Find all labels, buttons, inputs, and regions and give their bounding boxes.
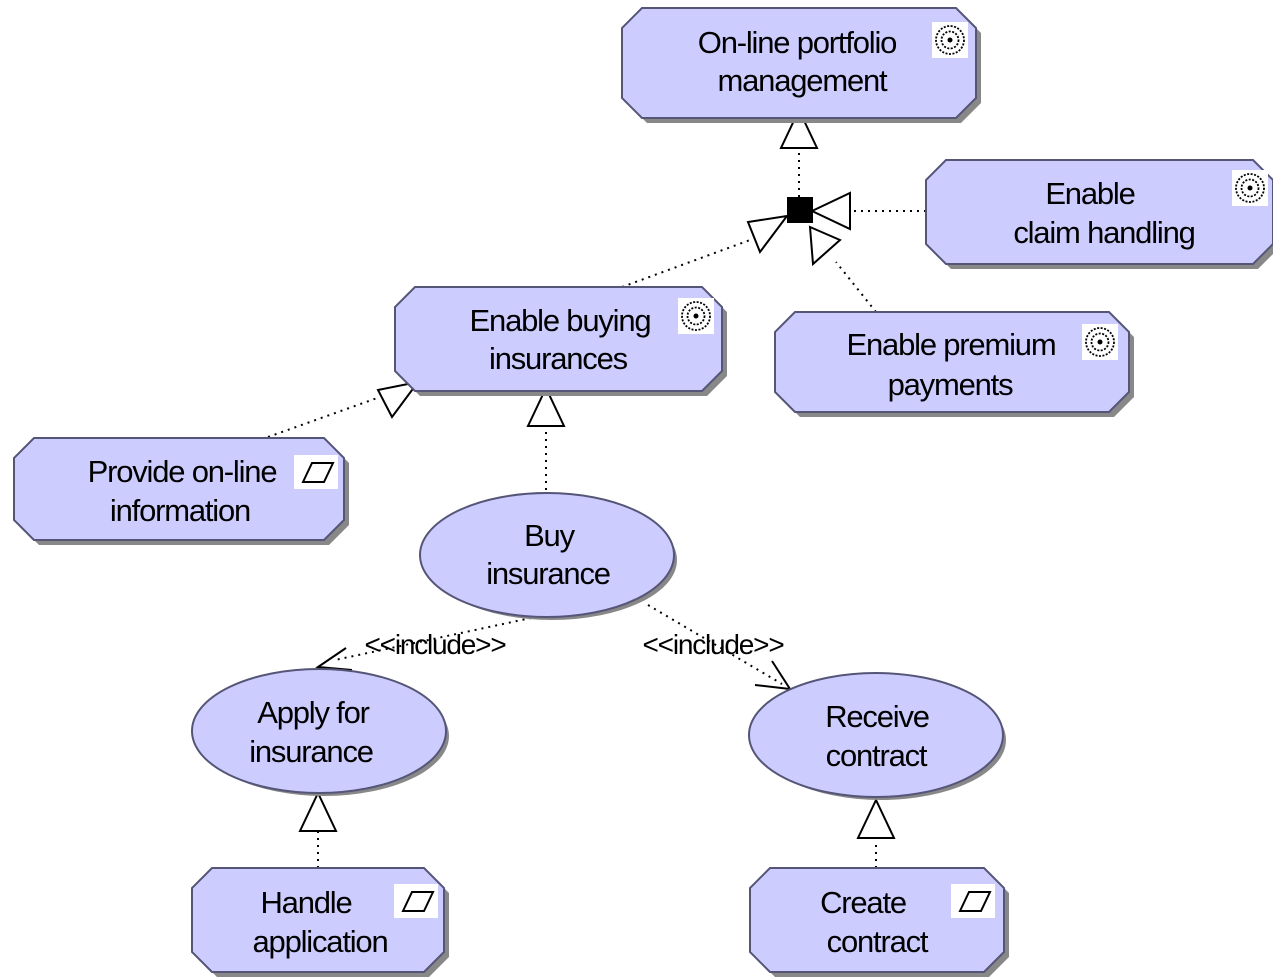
- node-ellipse: [419, 492, 675, 618]
- realization-arrowhead: [526, 385, 566, 427]
- arrowheads: [298, 107, 896, 839]
- and-junction: [787, 197, 813, 223]
- node-box: [191, 867, 445, 973]
- target-icon: [1081, 323, 1119, 361]
- connector-premium-to-junction: [835, 261, 877, 313]
- realization-arrowhead: [808, 225, 842, 267]
- connectors: [267, 150, 926, 868]
- node-box: [774, 311, 1130, 413]
- realization-arrowhead: [856, 797, 896, 839]
- goal-enable-claim-handling[interactable]: Enable claim handling: [925, 159, 1273, 269]
- node-box: [394, 286, 723, 392]
- node-label-line2: application: [252, 924, 387, 959]
- service-handle-application[interactable]: Handle application: [191, 867, 449, 977]
- node-label-line2: insurances: [489, 341, 628, 376]
- target-icon: [677, 297, 715, 335]
- node-label-line1: Enable: [1045, 176, 1134, 211]
- node-box: [749, 867, 1005, 973]
- realization-arrowhead: [779, 107, 819, 149]
- node-box: [925, 159, 1273, 265]
- parallelogram-icon: [393, 883, 439, 919]
- service-provide-online-information[interactable]: Provide on-line information: [13, 437, 349, 545]
- goal-enable-premium-payments[interactable]: Enable premium payments: [774, 311, 1134, 417]
- goal-enable-buying-insurances[interactable]: Enable buying insurances: [394, 286, 727, 396]
- goal-online-portfolio-management[interactable]: On-line portfolio management: [621, 7, 981, 123]
- open-arrowhead: [315, 647, 353, 671]
- node-label-line2: claim handling: [1013, 215, 1194, 250]
- connector-buy-to-receive: [647, 604, 783, 685]
- open-arrowhead: [754, 660, 792, 691]
- node-label-line1: Enable premium: [847, 327, 1056, 362]
- realization-arrowhead: [809, 191, 851, 231]
- parallelogram-icon: [293, 454, 339, 490]
- node-label-line1: Create: [820, 885, 906, 920]
- node-label-line2: insurance: [486, 556, 610, 591]
- node-label-line1: Receive: [825, 699, 929, 734]
- usecase-apply-for-insurance[interactable]: Apply for insurance: [191, 668, 449, 796]
- usecase-receive-contract[interactable]: Receive contract: [748, 672, 1006, 800]
- node-label-line1: Provide on-line: [88, 454, 277, 489]
- node-ellipse: [748, 672, 1004, 798]
- node-label-line1: Buy: [524, 518, 576, 553]
- node-label-line2: contract: [826, 738, 928, 773]
- include-label-right: <<include>>: [643, 629, 784, 660]
- node-label-line2: payments: [888, 367, 1013, 402]
- node-label-line1: On-line portfolio: [698, 25, 896, 60]
- node-label-line1: Enable buying: [470, 303, 651, 338]
- node-label-line2: insurance: [249, 734, 373, 769]
- target-icon: [931, 21, 969, 59]
- realization-arrowhead: [376, 380, 421, 419]
- connector-buying-to-junction: [621, 239, 751, 288]
- node-ellipse: [191, 668, 447, 794]
- node-label-line1: Handle: [260, 885, 351, 920]
- include-label-left: <<include>>: [365, 629, 506, 660]
- node-label-line1: Apply for: [257, 695, 369, 730]
- parallelogram-icon: [950, 883, 996, 919]
- node-label-line2: information: [110, 493, 250, 528]
- node-label-line2: contract: [827, 924, 929, 959]
- realization-arrowhead: [298, 790, 338, 832]
- node-box: [13, 437, 345, 541]
- node-box: [621, 7, 977, 119]
- connector-buy-to-apply: [334, 614, 546, 661]
- node-label-line2: management: [718, 63, 889, 98]
- connector-information-to-buying: [267, 396, 381, 438]
- realization-arrowhead: [746, 214, 790, 255]
- target-icon: [1231, 169, 1269, 207]
- service-create-contract[interactable]: Create contract: [749, 867, 1009, 977]
- usecase-buy-insurance[interactable]: Buy insurance: [419, 492, 677, 620]
